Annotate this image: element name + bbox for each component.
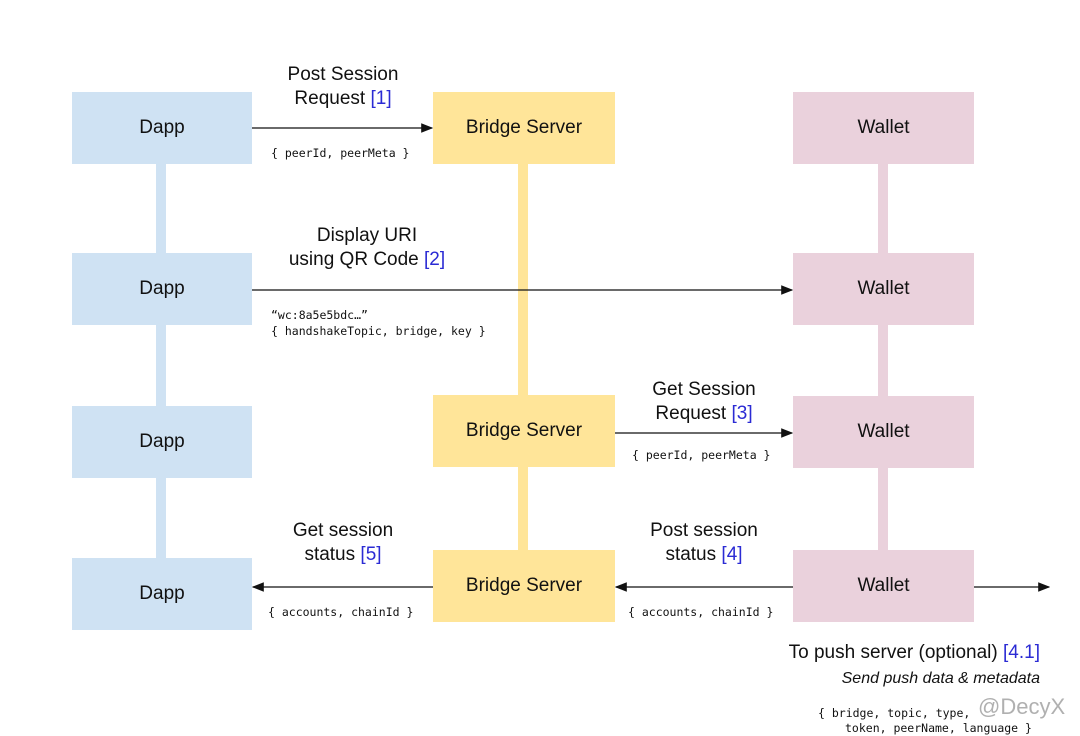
post-status-line2: status <box>665 544 717 565</box>
display-uri-label: Display URI using QR Code [2] <box>252 224 482 272</box>
display-uri-ref: [2] <box>424 249 446 270</box>
dapp-box: Dapp <box>72 92 252 164</box>
get-status-line2-wrap: status [5] <box>252 543 434 567</box>
wallet-box: Wallet <box>793 550 974 622</box>
watermark: @DecyX <box>978 694 1066 719</box>
post-session-label: Post Session Request [1] <box>252 63 434 111</box>
post-status-payload: { accounts, chainId } <box>628 605 774 619</box>
bridge-server-box: Bridge Server <box>433 395 615 467</box>
get-session-line2: Request <box>655 403 727 424</box>
bridge-server-box: Bridge Server <box>433 550 615 622</box>
push-payload-1: { bridge, topic, type, <box>818 706 971 720</box>
display-uri-line2: using QR Code <box>288 249 419 270</box>
bridge-server-box: Bridge Server <box>433 92 615 164</box>
display-uri-line1: Display URI <box>316 225 418 246</box>
get-status-line1: Get session <box>292 520 394 541</box>
push-subtitle: Send push data & metadata <box>841 670 1040 687</box>
post-status-line1: Post session <box>650 520 758 541</box>
display-uri-payload-1: “wc:8a5e5bdc…” <box>271 308 368 322</box>
post-session-line2: Request <box>294 88 366 109</box>
get-status-label: Get session status [5] <box>252 519 434 567</box>
post-status-label: Post session status [4] <box>615 519 793 567</box>
get-session-line1: Get Session <box>652 379 756 400</box>
push-ref: [4.1] <box>1003 642 1040 663</box>
wallet-box: Wallet <box>793 92 974 164</box>
get-status-line2: status <box>304 544 356 565</box>
get-session-line2-wrap: Request [3] <box>615 402 793 426</box>
post-status-ref: [4] <box>721 544 743 565</box>
get-status-payload: { accounts, chainId } <box>268 605 414 619</box>
bridge-lifeline <box>518 160 528 560</box>
post-session-payload: { peerId, peerMeta } <box>271 146 410 160</box>
wallet-box: Wallet <box>793 253 974 325</box>
get-session-payload: { peerId, peerMeta } <box>632 448 771 462</box>
dapp-lifeline <box>156 160 166 565</box>
post-session-line1: Post Session <box>287 64 399 85</box>
get-session-ref: [3] <box>731 403 753 424</box>
push-payload-2: token, peerName, language } <box>845 721 1032 735</box>
post-status-line2-wrap: status [4] <box>615 543 793 567</box>
get-status-ref: [5] <box>360 544 382 565</box>
dapp-box: Dapp <box>72 253 252 325</box>
post-session-line2-wrap: Request [1] <box>252 87 434 111</box>
get-session-label: Get Session Request [3] <box>615 378 793 426</box>
display-uri-payload-2: { handshakeTopic, bridge, key } <box>271 324 486 338</box>
push-label: To push server (optional) [4.1] <box>740 641 1040 665</box>
wallet-lifeline <box>878 160 888 560</box>
dapp-box: Dapp <box>72 558 252 630</box>
push-line1: To push server (optional) <box>788 642 998 663</box>
wallet-box: Wallet <box>793 396 974 468</box>
dapp-box: Dapp <box>72 406 252 478</box>
post-session-ref: [1] <box>370 88 392 109</box>
display-uri-line2-wrap: using QR Code [2] <box>252 248 482 272</box>
